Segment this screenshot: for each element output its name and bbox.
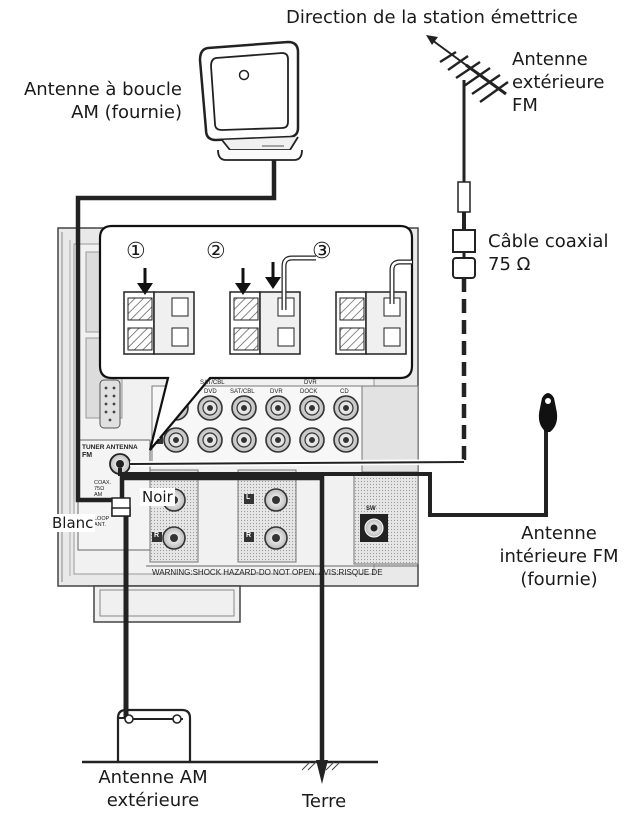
jack-label-sat-cbl: SAT/CBL — [230, 389, 255, 395]
warning-text: WARNING:SHOCK HAZARD-DO NOT OPEN. AVIS:R… — [152, 568, 383, 577]
station-direction-label: Direction de la station émettrice — [286, 7, 578, 28]
fm-outdoor-line-2: extérieure — [512, 72, 605, 93]
channel-r-badge-lower: R — [246, 532, 252, 539]
step-3-marker: ③ — [312, 239, 332, 264]
loop-ant-label: LOOP ANT. — [94, 516, 110, 528]
am-outdoor-antenna-label: Antenne AM extérieure — [78, 766, 228, 812]
am-label: AM — [94, 492, 103, 498]
terminal-step-2 — [229, 255, 316, 355]
fm-label: FM — [82, 452, 93, 459]
am-outdoor-line-2: extérieure — [106, 790, 200, 811]
jack-label-dvr: DVR — [270, 389, 283, 395]
audio-jacks-lower — [149, 469, 419, 565]
dvr-top-label: DVR — [304, 380, 317, 386]
step-2-marker: ② — [206, 239, 226, 264]
blanc-wire-label: Blanc — [50, 514, 96, 532]
fm-outdoor-antenna — [129, 35, 509, 467]
coax-cable-label: Câble coaxial 75 Ω — [488, 230, 608, 276]
am-outdoor-and-ground-wires — [82, 475, 378, 784]
coax-75-label: COAX. 75Ω — [94, 480, 112, 492]
jack-label-cd: CD — [340, 389, 349, 395]
fm-outdoor-line-3: FM — [512, 95, 538, 116]
coax-line-1: Câble coaxial — [488, 231, 609, 252]
serial-port — [99, 379, 121, 429]
fm-indoor-line-2: intérieure FM — [499, 546, 619, 567]
am-outdoor-line-1: Antenne AM — [98, 767, 208, 788]
am-loop-antenna — [75, 40, 303, 503]
terminal-steps-callout — [98, 224, 414, 451]
am-loop-antenna-label: Antenne à boucle AM (fournie) — [24, 78, 182, 124]
coax-line-2: 75 Ω — [488, 254, 531, 275]
fm-outdoor-line-1: Antenne — [512, 49, 588, 70]
ground-label: Terre — [302, 791, 347, 812]
terminal-step-1 — [123, 268, 195, 355]
fm-indoor-antenna-label: Antenne intérieure FM (fournie) — [496, 522, 622, 591]
noir-wire-label: Noir — [140, 488, 175, 506]
channel-l-badge: L — [246, 494, 251, 501]
jack-label-dvd: DVD — [204, 389, 217, 395]
tuner-antenna-label: TUNER ANTENNA — [82, 444, 138, 451]
am-loop-line-1: Antenne à boucle — [23, 79, 182, 100]
jack-label-dock: DOCK — [300, 389, 318, 395]
terminal-step-3 — [335, 259, 412, 355]
channel-r-badge: R — [155, 434, 161, 441]
step-1-marker: ① — [126, 239, 146, 264]
sw-label: SW — [366, 506, 376, 512]
fm-outdoor-antenna-label: Antenne extérieure FM — [512, 48, 605, 117]
sat-cbl-top-label: SAT/CBL — [200, 380, 225, 386]
channel-r-badge-left: R — [154, 532, 160, 539]
fm-indoor-antenna — [118, 393, 558, 517]
fm-indoor-line-3: (fournie) — [520, 569, 598, 590]
am-loop-line-2: AM (fournie) — [71, 102, 182, 123]
fm-indoor-line-1: Antenne — [521, 523, 597, 544]
